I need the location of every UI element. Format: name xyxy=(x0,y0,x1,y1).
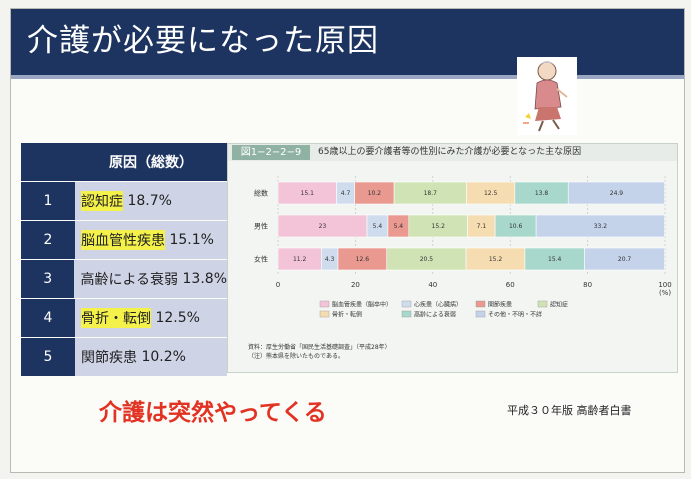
table-row: 2 脳血管性疾患 15.1% xyxy=(21,221,227,259)
table-row: 5 関節疾患 10.2% xyxy=(21,338,227,376)
slide: 介護が必要になった原因 原因（総数） 1 認知症 18.7% 2 脳血管性 xyxy=(10,8,685,473)
cause-name: 認知症 xyxy=(81,191,123,211)
bar-segment xyxy=(567,181,665,205)
title-bar: 介護が必要になった原因 xyxy=(11,9,684,79)
data-label: 20.5 xyxy=(420,256,434,263)
rank-number: 2 xyxy=(21,221,75,259)
data-label: 7.1 xyxy=(477,223,487,230)
table-header-num xyxy=(21,143,75,181)
figure-number: 図1−2−2−9 xyxy=(232,145,310,160)
table-row: 3 高齢による衰弱 13.8% xyxy=(21,260,227,298)
data-label: 18.7 xyxy=(424,190,438,197)
cause-name: 骨折・転倒 xyxy=(81,308,151,328)
x-tick-label: 60 xyxy=(506,281,515,289)
data-label: 23 xyxy=(319,223,327,230)
data-label: 15.1 xyxy=(301,190,315,197)
cause-cell: 関節疾患 10.2% xyxy=(75,338,227,376)
data-label: 15.4 xyxy=(548,256,562,263)
data-label: 10.2 xyxy=(368,190,382,197)
x-unit-label: (%) xyxy=(659,289,671,297)
data-label: 33.2 xyxy=(594,223,608,230)
cause-name: 脳血管性疾患 xyxy=(81,230,165,250)
data-label: 5.4 xyxy=(394,223,404,230)
data-label: 20.7 xyxy=(618,256,632,263)
legend-label: 認知症 xyxy=(550,301,568,309)
source-note: 資料：厚生労働省「国民生活基礎調査」（平成28年） xyxy=(248,344,391,351)
legend-label: 骨折・転倒 xyxy=(332,311,362,319)
x-tick-label: 0 xyxy=(276,281,280,289)
data-label: 4.7 xyxy=(341,190,351,197)
x-tick-label: 100 xyxy=(658,281,671,289)
rank-number: 4 xyxy=(21,299,75,337)
stacked-bar-chart: 0 20 40 60 80 100(%) 総数 15.1 4.7 10.2 18.7 12.5 13.8… xyxy=(254,176,672,319)
table-header-row: 原因（総数） xyxy=(21,143,227,181)
cause-value: 18.7% xyxy=(127,193,172,209)
chart-header: 図1−2−2−9 65歳以上の要介護者等の性別にみた介護が必要となった主な原因 xyxy=(228,144,677,161)
data-label: 15.2 xyxy=(489,256,503,263)
bar-segment xyxy=(535,214,665,238)
row-label: 男性 xyxy=(254,222,268,231)
elderly-woman-illustration xyxy=(517,57,577,135)
source-citation: 平成３０年版 高齢者白書 xyxy=(507,404,632,417)
table-header-label: 原因（総数） xyxy=(75,143,227,181)
cause-cell: 認知症 18.7% xyxy=(75,182,227,220)
legend-swatch xyxy=(475,310,486,318)
table-row: 4 骨折・転倒 12.5% xyxy=(21,299,227,337)
data-label: 11.2 xyxy=(293,256,307,263)
chart-panel: 0 20 40 60 80 100(%) 総数 15.1 4.7 10.2 18.7 12.5 13.8… xyxy=(227,143,678,373)
rank-number: 3 xyxy=(21,260,75,298)
cause-cell: 脳血管性疾患 15.1% xyxy=(75,221,227,259)
rank-number: 5 xyxy=(21,338,75,376)
cause-value: 12.5% xyxy=(155,310,200,326)
data-label: 24.9 xyxy=(610,190,624,197)
data-label: 12.5 xyxy=(484,190,498,197)
bar-segment xyxy=(584,247,665,271)
data-label: 13.8 xyxy=(535,190,549,197)
legend-swatch xyxy=(401,300,412,308)
cause-cell: 高齢による衰弱 13.8% xyxy=(74,260,227,298)
legend-swatch xyxy=(319,300,330,308)
chart-title: 65歳以上の要介護者等の性別にみた介護が必要となった主な原因 xyxy=(318,147,582,157)
legend-swatch xyxy=(319,310,330,318)
data-label: 4.3 xyxy=(325,256,335,263)
legend-swatch xyxy=(475,300,486,308)
cause-cell: 骨折・転倒 12.5% xyxy=(75,299,227,337)
data-label: 10.6 xyxy=(509,223,523,230)
page-title: 介護が必要になった原因 xyxy=(27,23,379,59)
data-label: 12.6 xyxy=(356,256,370,263)
cause-table: 原因（総数） 1 認知症 18.7% 2 脳血管性疾患 15.1% 3 高齢によ… xyxy=(21,143,227,376)
legend-label: その他・不明・不詳 xyxy=(488,311,542,319)
table-row: 1 認知症 18.7% xyxy=(21,182,227,220)
rank-number: 1 xyxy=(21,182,75,220)
row-label: 女性 xyxy=(254,255,268,264)
legend-swatch xyxy=(537,300,548,308)
cause-name: 高齢による衰弱 xyxy=(80,272,179,288)
legend-label: 心疾患（心臓病） xyxy=(414,301,462,309)
slogan: 介護は突然やってくる xyxy=(99,400,327,426)
data-label: 15.2 xyxy=(432,223,446,230)
cause-value: 10.2% xyxy=(141,349,186,365)
data-label: 5.4 xyxy=(373,223,383,230)
row-label: 総数 xyxy=(254,189,268,198)
footnote: （注）熊本県を除いたものである。 xyxy=(248,353,344,360)
x-tick-label: 40 xyxy=(428,281,437,289)
cause-name: 関節疾患 xyxy=(81,350,137,366)
x-tick-label: 80 xyxy=(583,281,592,289)
x-tick-label: 20 xyxy=(351,281,360,289)
cause-value: 13.8% xyxy=(182,271,227,287)
legend-label: 関節疾患 xyxy=(488,301,512,309)
legend-label: 高齢による衰弱 xyxy=(414,311,456,319)
legend-swatch xyxy=(401,310,412,318)
cause-value: 15.1% xyxy=(169,232,214,248)
legend-label: 脳血管疾患（脳卒中） xyxy=(332,301,392,309)
